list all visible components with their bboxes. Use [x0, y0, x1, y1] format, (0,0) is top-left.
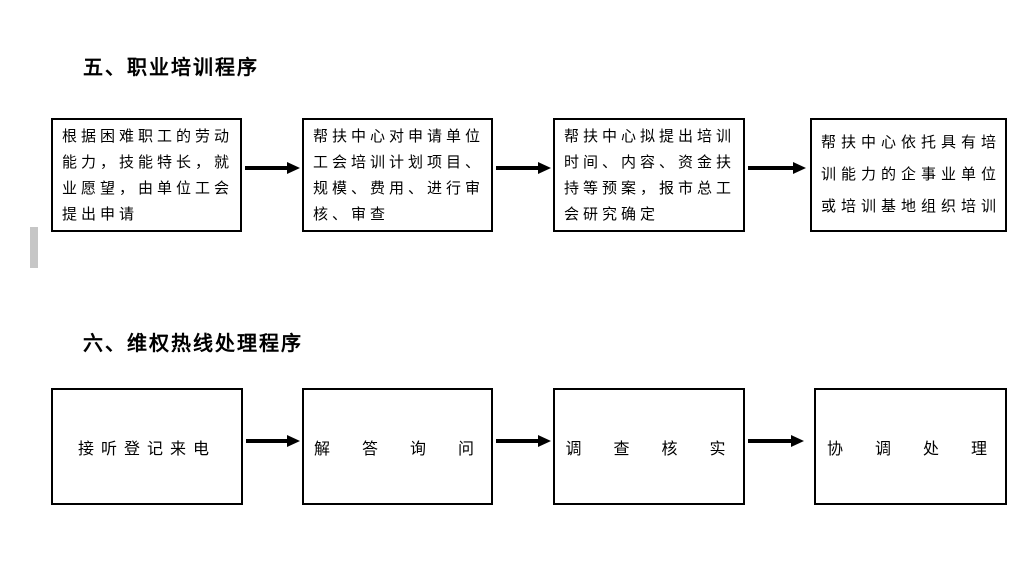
flow-step-text-line: 调 查 核 实	[565, 440, 733, 458]
flow-step-text-line: 规模、费用、进行审	[313, 181, 485, 197]
arrow-head	[287, 162, 300, 174]
flow-step-text-line: 能力，技能特长，就	[62, 155, 234, 171]
flow-step-text-line: 根据困难职工的劳动	[62, 129, 234, 145]
flow-step-box: 帮扶中心依托具有培 训能力的企事业单位 或培训基地组织培训	[810, 118, 1007, 232]
flow-step-text-line: 帮扶中心依托具有培	[821, 135, 1002, 151]
flow-step-text-line: 持等预案，报市总工	[564, 181, 736, 197]
arrow-shaft	[245, 166, 290, 170]
flow-step-box: 解 答 询 问	[302, 388, 493, 505]
arrow-right-icon	[245, 162, 300, 174]
arrow-shaft	[748, 166, 796, 170]
arrow-shaft	[496, 439, 541, 443]
flow-step-box: 帮扶中心对申请单位 工会培训计划项目、 规模、费用、进行审 核、审查	[302, 118, 493, 232]
arrow-right-icon	[496, 435, 551, 447]
flow-step-text-line: 接听登记来电	[77, 440, 216, 458]
flow-step-text-line: 协 调 处 理	[826, 440, 994, 458]
arrow-head	[538, 162, 551, 174]
flow-step-box: 帮扶中心拟提出培训 时间、内容、资金扶 持等预案，报市总工 会研究确定	[553, 118, 745, 232]
flow-step-text-line: 解 答 询 问	[313, 440, 481, 458]
arrow-shaft	[496, 166, 541, 170]
flow-step-text-line: 训能力的企事业单位	[821, 167, 1002, 183]
flow-step-box: 根据困难职工的劳动 能力，技能特长，就 业愿望，由单位工会 提出申请	[51, 118, 242, 232]
flow-step-box: 接听登记来电	[51, 388, 243, 505]
left-margin-marker	[30, 227, 38, 268]
arrow-right-icon	[748, 162, 806, 174]
arrow-shaft	[246, 439, 290, 443]
arrow-head	[287, 435, 300, 447]
arrow-head	[791, 435, 804, 447]
flow-step-text-line: 帮扶中心拟提出培训	[564, 129, 736, 145]
arrow-right-icon	[496, 162, 551, 174]
flow-step-text-line: 核、审查	[313, 207, 390, 223]
arrow-shaft	[748, 439, 794, 443]
flow-step-box: 调 查 核 实	[553, 388, 745, 505]
flow-step-text-line: 或培训基地组织培训	[821, 199, 1002, 215]
arrow-right-icon	[246, 435, 300, 447]
flow-step-box: 协 调 处 理	[814, 388, 1007, 505]
flow-step-text-line: 时间、内容、资金扶	[564, 155, 736, 171]
arrow-head	[538, 435, 551, 447]
flow-step-text-line: 会研究确定	[564, 207, 660, 223]
section-title-vocational-training: 五、职业培训程序	[83, 57, 259, 79]
flow-step-text-line: 业愿望，由单位工会	[62, 181, 234, 197]
flow-step-text-line: 提出申请	[62, 207, 139, 223]
flow-step-text-line: 帮扶中心对申请单位	[313, 129, 485, 145]
section-title-hotline-handling: 六、维权热线处理程序	[83, 333, 303, 355]
flow-step-text-line: 工会培训计划项目、	[313, 155, 485, 171]
arrow-right-icon	[748, 435, 804, 447]
arrow-head	[793, 162, 806, 174]
